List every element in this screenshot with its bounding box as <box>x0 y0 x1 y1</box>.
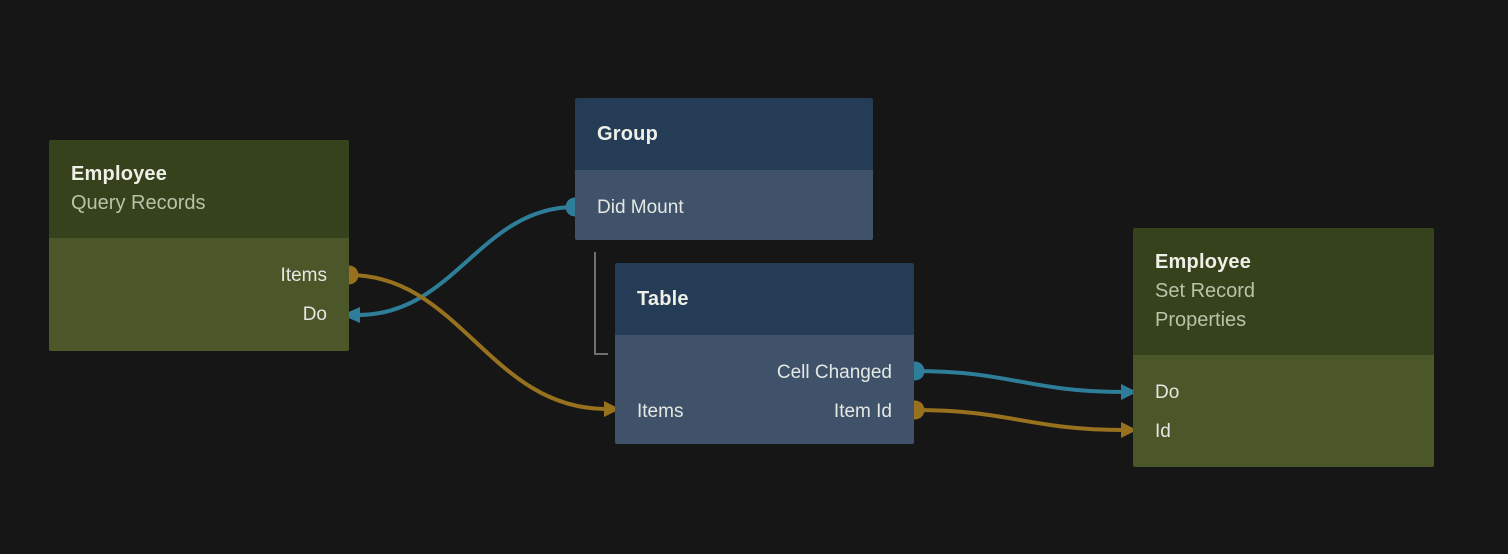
node-table[interactable]: Table Cell Changed Items Item Id <box>615 263 914 444</box>
port-cell-changed[interactable]: Cell Changed <box>615 353 914 392</box>
wire-items-to-table-items[interactable] <box>347 273 608 411</box>
node-body: Do Id <box>1133 355 1434 467</box>
node-header[interactable]: Table <box>615 263 914 335</box>
port-label: Do <box>1155 381 1180 403</box>
port-label-items: Items <box>637 400 684 422</box>
wire-didmount-to-do[interactable] <box>356 205 577 317</box>
node-body: Did Mount <box>575 170 873 240</box>
port-label: Do <box>302 303 327 325</box>
node-employee-set-record-properties[interactable]: Employee Set Record Properties Do Id <box>1133 228 1434 467</box>
node-employee-query-records[interactable]: Employee Query Records Items Do <box>49 140 349 351</box>
node-title: Group <box>597 122 658 145</box>
wire-cellchanged-to-do[interactable] <box>913 369 1125 394</box>
node-title: Employee <box>1155 251 1252 273</box>
port-do[interactable]: Do <box>49 295 349 334</box>
node-subtitle: Query Records <box>71 192 206 214</box>
node-body: Items Do <box>49 238 349 351</box>
port-do[interactable]: Do <box>1133 373 1434 412</box>
port-label: Cell Changed <box>776 361 892 383</box>
node-group[interactable]: Group Did Mount <box>575 98 873 240</box>
port-label: Items <box>280 264 327 286</box>
node-subtitle: Set Record Properties <box>1155 280 1256 331</box>
node-body: Cell Changed Items Item Id <box>615 335 914 444</box>
hierarchy-bracket <box>594 252 608 355</box>
port-label: Id <box>1155 420 1171 442</box>
node-header[interactable]: Employee Query Records <box>49 140 349 238</box>
node-title: Table <box>637 287 689 310</box>
port-row-items-itemid[interactable]: Items Item Id <box>615 392 914 431</box>
node-header[interactable]: Group <box>575 98 873 170</box>
port-did-mount[interactable]: Did Mount <box>575 188 873 227</box>
wire-itemid-to-id[interactable] <box>913 408 1125 432</box>
port-label-item-id: Item Id <box>833 400 892 422</box>
node-header[interactable]: Employee Set Record Properties <box>1133 228 1434 355</box>
port-label: Did Mount <box>597 196 684 218</box>
port-items[interactable]: Items <box>49 256 349 295</box>
node-title: Employee <box>71 163 168 185</box>
port-id[interactable]: Id <box>1133 412 1434 451</box>
